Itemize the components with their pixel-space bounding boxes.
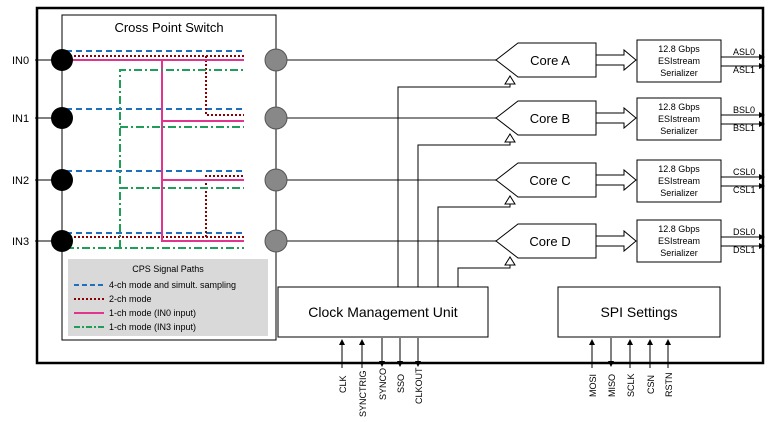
pin-label-clk: CLK [338, 375, 348, 393]
serializer-a-line3: Serializer [660, 68, 698, 78]
pin-label-rstn: RSTN [664, 373, 674, 398]
lane-label-asl0: ASL0 [733, 47, 755, 57]
core-a-label: Core A [530, 53, 570, 68]
clock-management-unit [277, 286, 489, 338]
core-a: Core A [495, 42, 597, 85]
input-nodes [51, 49, 73, 252]
lane-label-asl1: ASL1 [733, 65, 755, 75]
serializer-a-line1: 12.8 Gbps [658, 44, 700, 54]
pin-label-sclk: SCLK [626, 373, 636, 397]
serializer-c-line2: ESIstream [658, 176, 700, 186]
lane-label-dsl0: DSL0 [733, 227, 756, 237]
serializer-c-line3: Serializer [660, 188, 698, 198]
serializer-a-line2: ESIstream [658, 56, 700, 66]
serializer-c: 12.8 Gbps ESIstream Serializer [636, 159, 722, 203]
serializer-d: 12.8 Gbps ESIstream Serializer [636, 219, 722, 263]
serializer-b-line3: Serializer [660, 126, 698, 136]
serializer-d-line1: 12.8 Gbps [658, 224, 700, 234]
lane-label-csl1: CSL1 [733, 185, 756, 195]
core-to-serializer-arrows [595, 48, 637, 253]
core-d-label: Core D [529, 234, 570, 249]
lane-label-dsl1: DSL1 [733, 245, 756, 255]
legend-label-1ch-in0: 1-ch mode (IN0 input) [109, 308, 196, 318]
cps-output-lines [276, 59, 496, 242]
serializer-b-line2: ESIstream [658, 114, 700, 124]
serializer-b: 12.8 Gbps ESIstream Serializer [636, 97, 722, 141]
serializer-a: 12.8 Gbps ESIstream Serializer [636, 39, 722, 83]
serializer-d-line3: Serializer [660, 248, 698, 258]
lane-label-csl0: CSL0 [733, 167, 756, 177]
spi-settings [557, 286, 721, 338]
core-d: Core D [495, 223, 597, 266]
input-label-in0: IN0 [12, 55, 29, 67]
cps-output-nodes [264, 48, 288, 253]
pin-label-clkout: CLKOUT [414, 367, 424, 404]
lane-label-bsl0: BSL0 [733, 105, 755, 115]
spi-pin-arrows [589, 338, 671, 368]
pin-label-csn: CSN [646, 375, 656, 394]
core-c: Core C [495, 162, 597, 205]
cps-title: Cross Point Switch [114, 20, 223, 35]
legend-title: CPS Signal Paths [132, 264, 204, 274]
clock-management-unit-label: Clock Management Unit [308, 304, 458, 320]
serializer-d-line2: ESIstream [658, 236, 700, 246]
pin-label-mosi: MOSI [588, 374, 598, 397]
legend-label-1ch-in3: 1-ch mode (IN3 input) [109, 322, 196, 332]
serializer-b-line1: 12.8 Gbps [658, 102, 700, 112]
input-label-in2: IN2 [12, 175, 29, 187]
input-label-in1: IN1 [12, 113, 29, 125]
core-b-label: Core B [530, 111, 570, 126]
input-lines [35, 59, 62, 242]
pin-label-synctrig: SYNCTRIG [358, 370, 368, 417]
clock-distribution-lines [397, 84, 511, 287]
pin-label-synco: SYNCO [378, 368, 388, 400]
lane-label-bsl1: BSL1 [733, 123, 755, 133]
cps-signal-paths [66, 50, 244, 249]
legend-label-4ch: 4-ch mode and simult. sampling [109, 280, 236, 290]
legend-label-2ch: 2-ch mode [109, 294, 152, 304]
serial-lane-arrows [721, 54, 765, 249]
pin-label-miso: MISO [607, 374, 617, 397]
core-b: Core B [495, 100, 597, 143]
serializer-c-line1: 12.8 Gbps [658, 164, 700, 174]
pin-label-sso: SSO [396, 374, 406, 393]
core-c-label: Core C [529, 173, 570, 188]
clock-pin-arrows [339, 338, 421, 368]
input-label-in3: IN3 [12, 236, 29, 248]
legend-box [68, 259, 268, 336]
spi-settings-label: SPI Settings [600, 304, 677, 320]
